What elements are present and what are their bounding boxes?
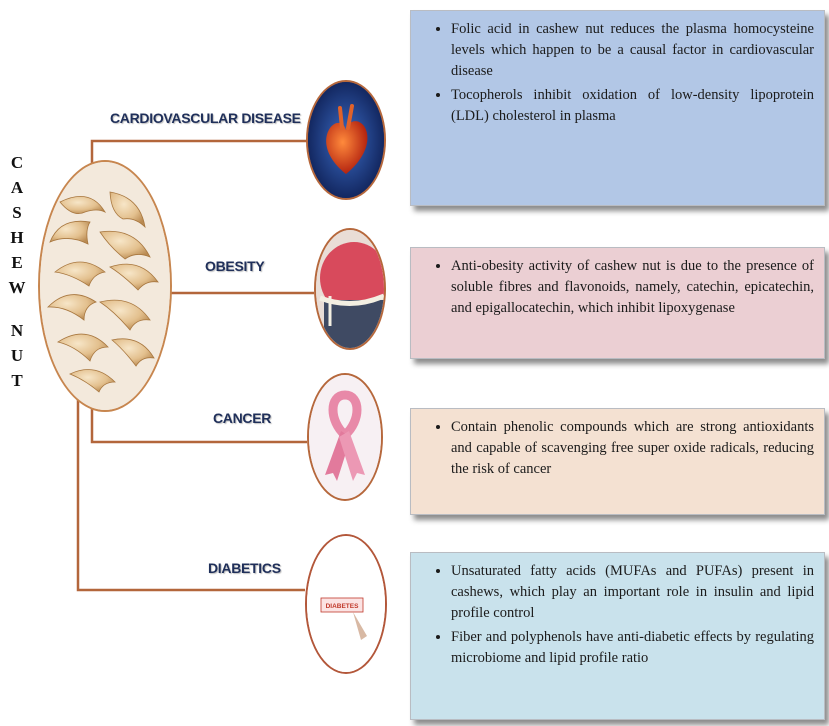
label-diabetics: DIABETICS — [208, 560, 281, 576]
waist-measure-icon — [314, 228, 386, 350]
heart-icon — [306, 80, 386, 200]
diabetes-sign-icon: DIABETES — [305, 534, 387, 674]
box-cardiovascular: Folic acid in cashew nut reduces the pla… — [410, 10, 825, 206]
svg-text:DIABETES: DIABETES — [326, 603, 360, 610]
label-cardiovascular-disease: CARDIOVASCULAR DISEASE — [110, 110, 301, 126]
list-item: Tocopherols inhibit oxidation of low-den… — [451, 85, 814, 127]
list-item: Unsaturated fatty acids (MUFAs and PUFAs… — [451, 561, 814, 624]
cashew-nut-image — [38, 160, 172, 412]
list-item: Contain phenolic compounds which are str… — [451, 417, 814, 480]
cashew-icon — [40, 162, 170, 410]
label-cancer: CANCER — [213, 410, 271, 426]
list-item: Fiber and polyphenols have anti-diabetic… — [451, 627, 814, 669]
label-obesity: OBESITY — [205, 258, 264, 274]
box-diabetics: Unsaturated fatty acids (MUFAs and PUFAs… — [410, 552, 825, 720]
pink-ribbon-icon — [307, 373, 383, 501]
list-item: Folic acid in cashew nut reduces the pla… — [451, 19, 814, 82]
box-obesity: Anti-obesity activity of cashew nut is d… — [410, 247, 825, 359]
box-cancer: Contain phenolic compounds which are str… — [410, 408, 825, 515]
list-item: Anti-obesity activity of cashew nut is d… — [451, 256, 814, 319]
